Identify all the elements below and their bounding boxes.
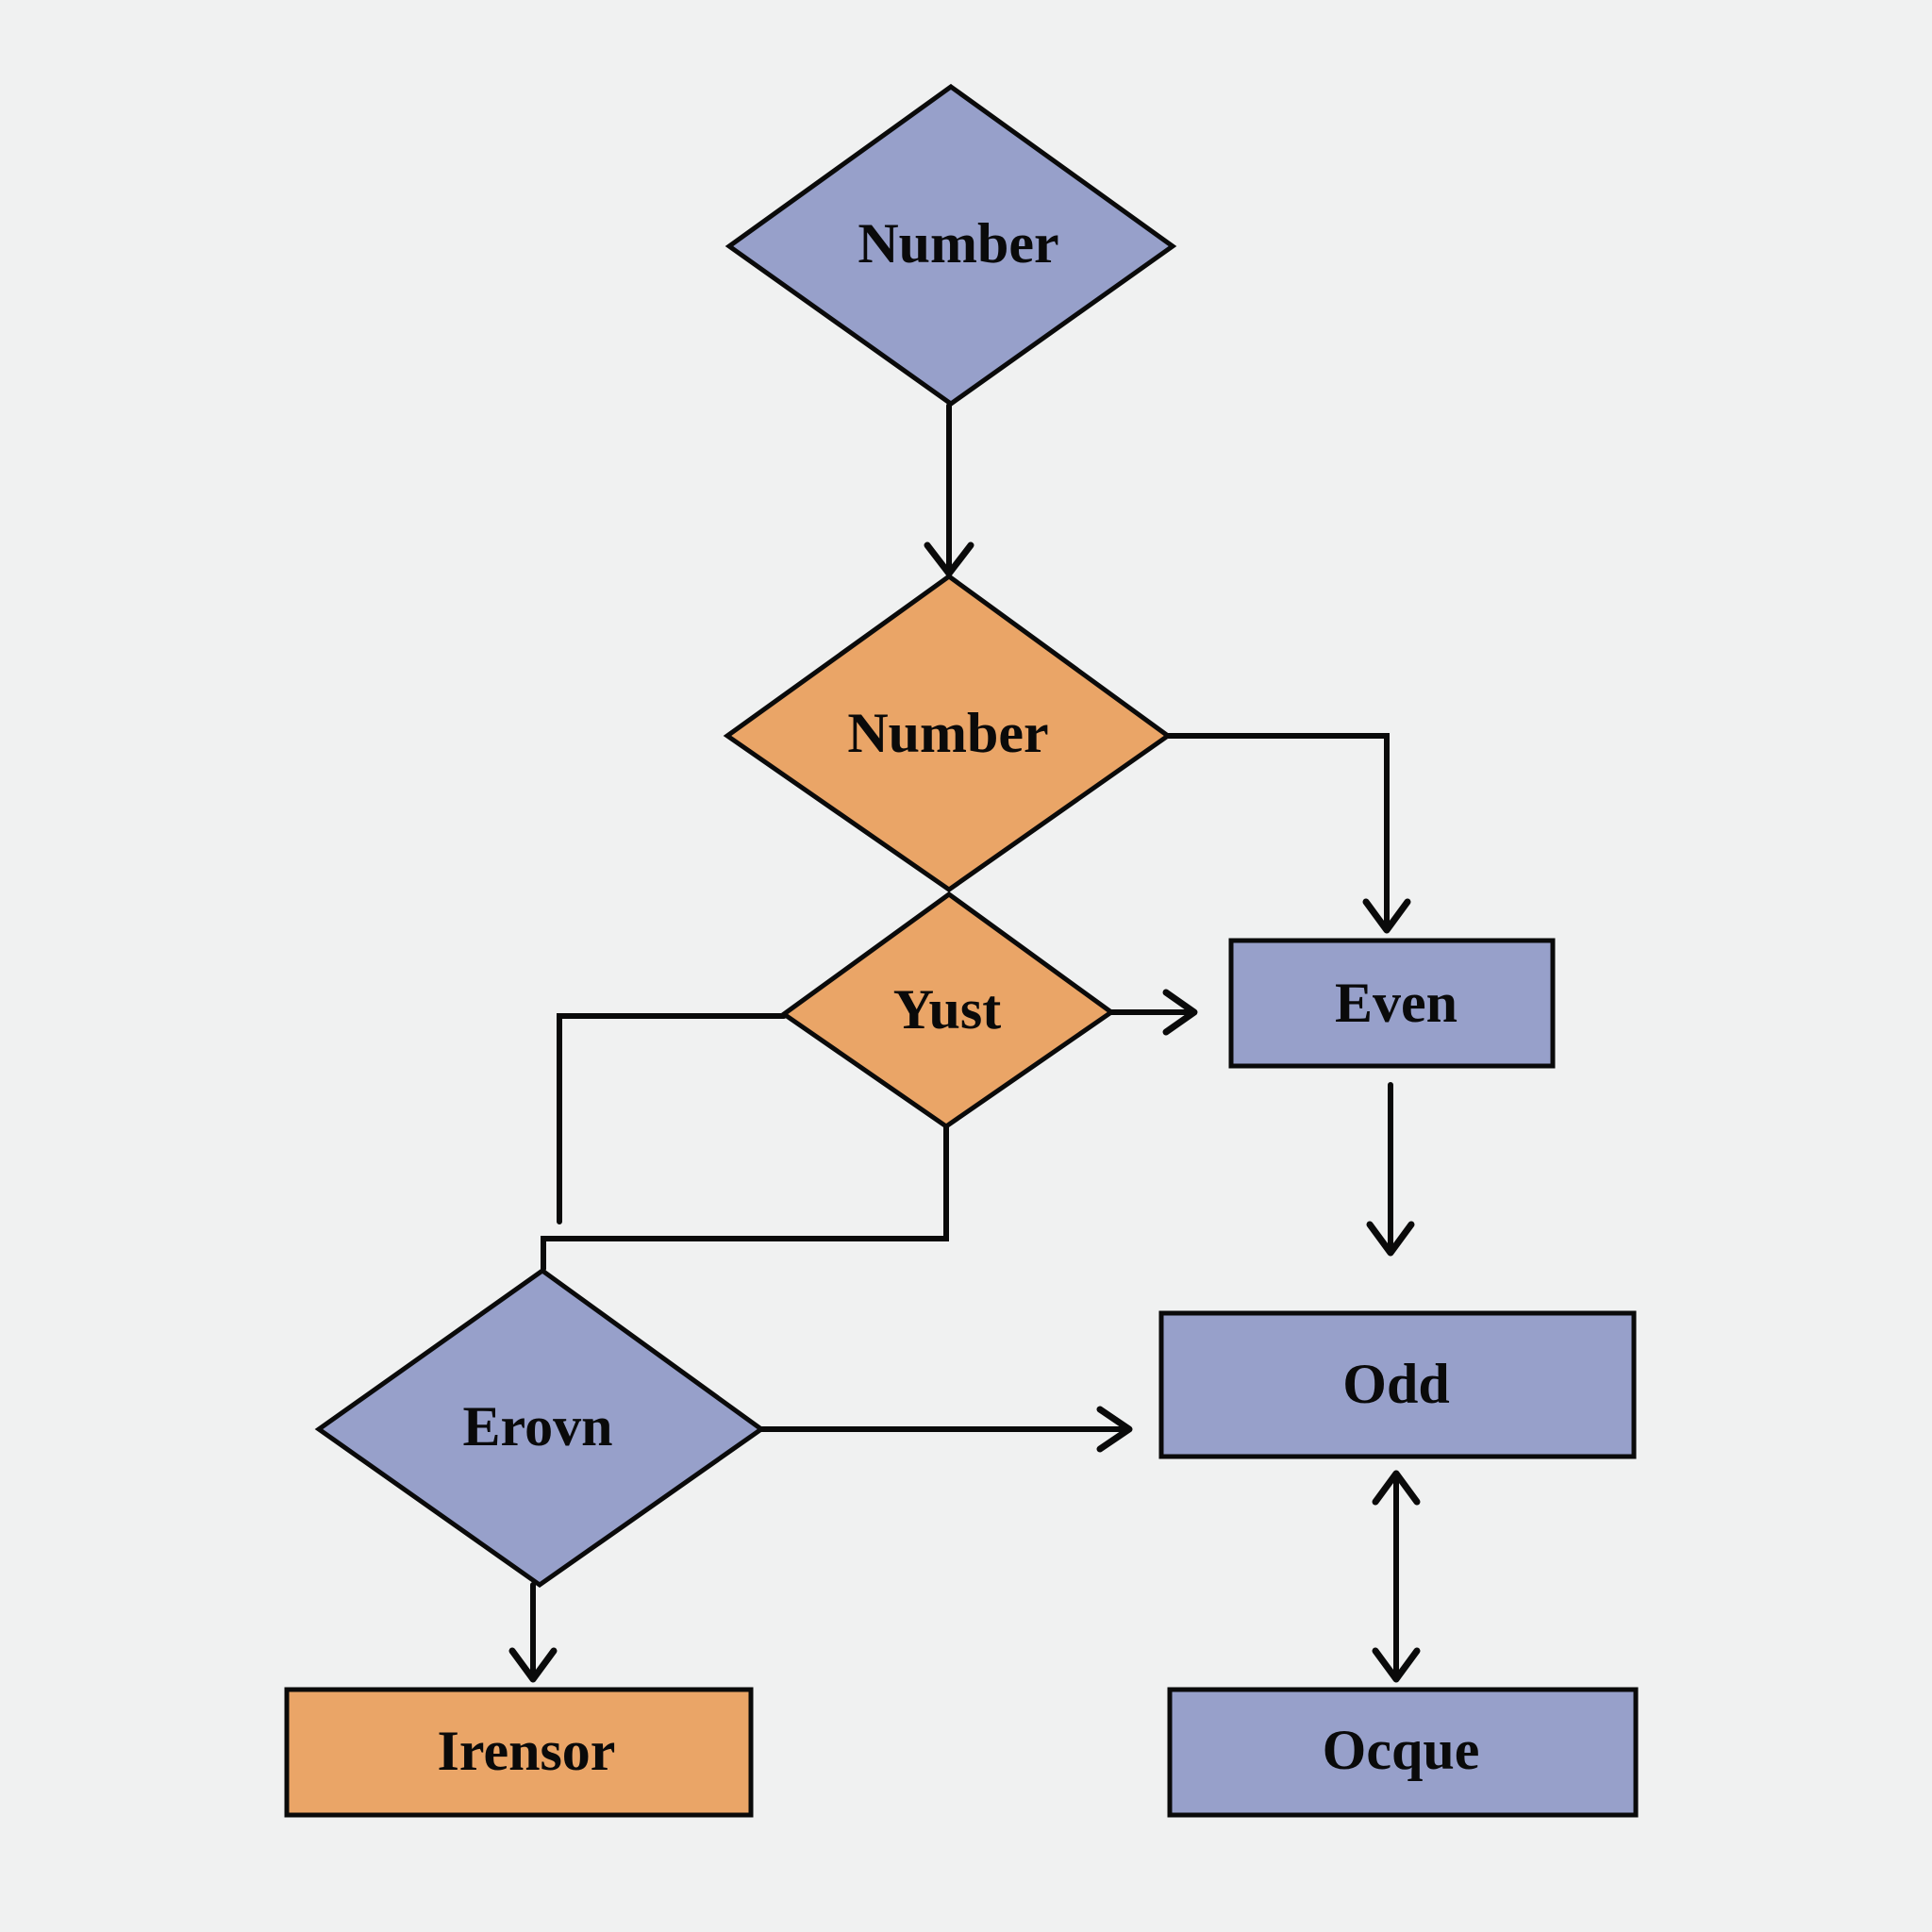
arrowhead-right-icon: [1096, 1406, 1133, 1453]
arrowhead-up-icon: [1372, 1470, 1421, 1506]
decision-diamond: [314, 1267, 766, 1589]
arrowhead-down-icon: [1366, 1221, 1415, 1257]
edge-number-mid-to-even: [1165, 733, 1390, 932]
node-label: Odd: [1342, 1353, 1449, 1415]
node-label: Number: [847, 702, 1048, 764]
process-box: [284, 1687, 754, 1818]
process-box: [1167, 1687, 1639, 1818]
decision-diamond: [779, 891, 1116, 1130]
edge-yust-to-erovn: [541, 1124, 949, 1272]
node-ocque[interactable]: Ocque: [1167, 1687, 1639, 1818]
process-box: [1228, 938, 1556, 1069]
node-erovn[interactable]: Erovn: [314, 1267, 766, 1589]
node-even[interactable]: Even: [1228, 938, 1556, 1069]
arrowhead-down-icon: [508, 1647, 558, 1683]
decision-diamond: [724, 83, 1177, 408]
node-yust[interactable]: Yust: [779, 891, 1116, 1130]
node-number-top[interactable]: Number: [724, 83, 1177, 408]
node-label: Even: [1335, 972, 1457, 1034]
node-label: Yust: [893, 978, 1002, 1041]
node-odd[interactable]: Odd: [1158, 1310, 1637, 1459]
node-irensor[interactable]: Irensor: [284, 1687, 754, 1818]
node-label: Irensor: [438, 1720, 616, 1782]
process-box: [1158, 1310, 1637, 1459]
node-number-mid[interactable]: Number: [723, 573, 1173, 893]
node-label: Number: [858, 212, 1058, 275]
edge-yust-left-loop: [557, 1013, 787, 1224]
edges: [508, 403, 1421, 1683]
node-label: Erovn: [463, 1395, 613, 1457]
arrowhead-down-icon: [1362, 898, 1411, 934]
arrowhead-right-icon: [1162, 989, 1198, 1036]
node-label: Ocque: [1323, 1719, 1480, 1781]
arrowhead-down-icon: [1372, 1647, 1421, 1683]
decision-diamond: [723, 573, 1173, 893]
